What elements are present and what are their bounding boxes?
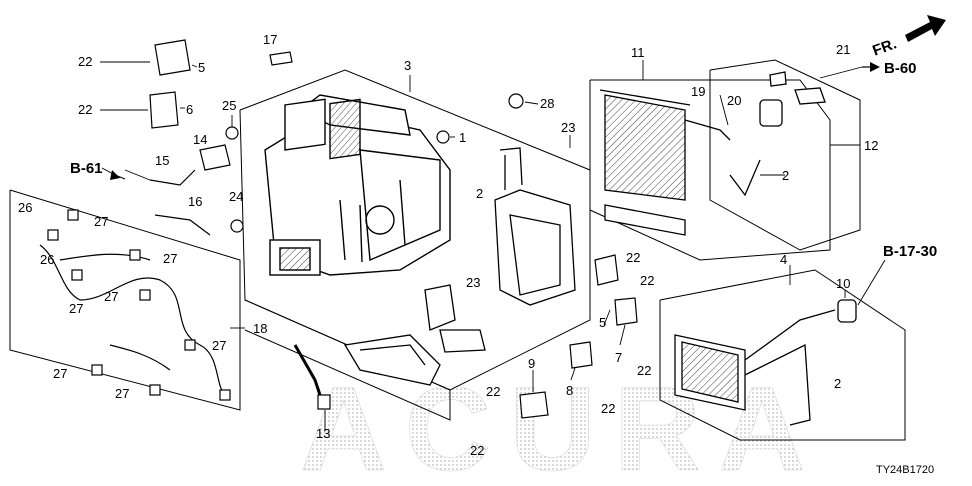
callout-25: 25 <box>222 98 236 113</box>
callout-22: 22 <box>486 384 500 399</box>
callout-19: 19 <box>691 84 705 99</box>
callout-5: 5 <box>599 315 606 330</box>
hvac-unit <box>264 94 451 276</box>
callout-23: 23 <box>561 120 575 135</box>
callout-22: 22 <box>637 363 651 378</box>
callout-4: 4 <box>780 252 787 267</box>
callout-18: 18 <box>253 321 267 336</box>
callout-22: 22 <box>78 102 92 117</box>
callout-8: 8 <box>566 383 573 398</box>
callout-17: 17 <box>263 32 277 47</box>
callout-12: 12 <box>864 138 878 153</box>
bracket-parts <box>729 71 826 197</box>
direction-arrow: FR. <box>870 15 946 60</box>
leader-lines <box>100 60 886 430</box>
callout-27: 27 <box>69 301 83 316</box>
heater-group-outline <box>659 269 906 441</box>
harness-group-outline <box>9 189 241 411</box>
callout-27: 27 <box>163 251 177 266</box>
callout-2: 2 <box>834 376 841 391</box>
ref-b61: B-61 <box>70 160 103 177</box>
reference-codes: B-60 B-61 B-17-30 <box>70 60 937 260</box>
callout-7: 7 <box>615 350 622 365</box>
callout-27: 27 <box>212 338 226 353</box>
ref-b60: B-60 <box>884 60 917 77</box>
callout-14: 14 <box>193 132 207 147</box>
callout-22: 22 <box>470 443 484 458</box>
callout-27: 27 <box>104 289 118 304</box>
small-parts <box>149 39 638 419</box>
callout-27: 27 <box>53 366 67 381</box>
callout-24: 24 <box>229 189 243 204</box>
callout-9: 9 <box>528 356 535 371</box>
ref-b17-30: B-17-30 <box>883 243 937 260</box>
callout-2: 2 <box>782 168 789 183</box>
callout-15: 15 <box>155 153 169 168</box>
callout-11: 11 <box>631 45 645 60</box>
callout-27: 27 <box>115 386 129 401</box>
evaporator-group-outline <box>589 79 831 261</box>
callout-2: 2 <box>476 186 483 201</box>
callout-22: 22 <box>601 401 615 416</box>
callout-22: 22 <box>626 250 640 265</box>
callout-5: 5 <box>198 60 205 75</box>
callout-22: 22 <box>640 273 654 288</box>
callout-21: 21 <box>836 42 850 57</box>
callout-22: 22 <box>78 54 92 69</box>
callout-26: 26 <box>40 252 54 267</box>
callout-28: 28 <box>540 96 554 111</box>
callout-27: 27 <box>94 214 108 229</box>
callout-6: 6 <box>186 102 193 117</box>
lower-duct <box>343 334 441 386</box>
door-housing <box>424 147 576 353</box>
callouts: 22 5 22 6 17 3 25 14 1 28 23 15 24 16 2 … <box>18 32 878 458</box>
callout-23: 23 <box>466 275 480 290</box>
wire-harness <box>39 209 231 401</box>
callout-1: 1 <box>459 130 466 145</box>
callout-3: 3 <box>404 58 411 73</box>
callout-16: 16 <box>188 194 202 209</box>
heater-core <box>674 299 857 426</box>
callout-10: 10 <box>836 276 850 291</box>
direction-label: FR. <box>870 35 899 59</box>
evaporator <box>599 89 731 236</box>
bracket-group-outline <box>709 59 861 251</box>
callout-26: 26 <box>18 200 32 215</box>
callout-13: 13 <box>316 426 330 441</box>
callout-20: 20 <box>727 93 741 108</box>
diagram-code: TY24B1720 <box>876 464 934 476</box>
